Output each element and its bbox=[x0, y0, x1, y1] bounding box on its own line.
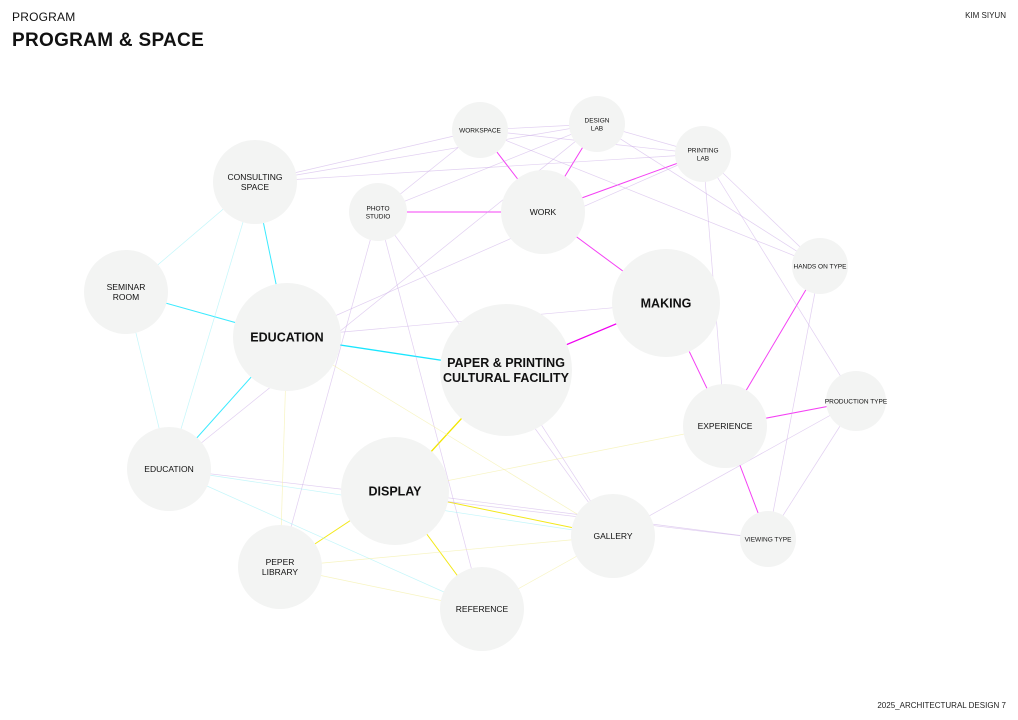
node-seminar-label-line: ROOM bbox=[113, 292, 139, 302]
node-experience-label: EXPERIENCE bbox=[698, 421, 753, 431]
node-center-circle bbox=[440, 304, 572, 436]
nodes-layer bbox=[84, 96, 886, 651]
edge-education2-reference bbox=[168, 468, 483, 610]
section-label: PROGRAM bbox=[12, 10, 76, 24]
node-display-circle bbox=[341, 437, 449, 545]
node-productiontype-label: PRODUCTION TYPE bbox=[825, 398, 888, 405]
node-experience-circle bbox=[683, 384, 767, 468]
node-gallery-circle bbox=[571, 494, 655, 578]
node-education2-circle bbox=[127, 427, 211, 511]
node-library-circle bbox=[238, 525, 322, 609]
node-education2-label: EDUCATION bbox=[144, 464, 193, 474]
node-photostudio-circle bbox=[349, 183, 407, 241]
node-workspace-label-line: WORKSPACE bbox=[459, 127, 501, 134]
node-work-label: WORK bbox=[530, 207, 557, 217]
edge-designlab-handsontype bbox=[596, 123, 821, 267]
node-photostudio-label-line: PHOTO bbox=[367, 205, 390, 212]
node-making-label: MAKING bbox=[641, 296, 692, 310]
edge-education-gallery bbox=[286, 336, 614, 537]
node-productiontype-circle bbox=[826, 371, 886, 431]
node-seminar-label-line: SEMINAR bbox=[107, 282, 146, 292]
node-gallery-label-line: GALLERY bbox=[593, 531, 632, 541]
node-consulting-circle bbox=[213, 140, 297, 224]
node-printinglab-label-line: PRINTING bbox=[687, 147, 718, 154]
page-title: PROGRAM & SPACE bbox=[12, 30, 205, 51]
node-designlab-circle bbox=[569, 96, 625, 152]
node-gallery-label: GALLERY bbox=[593, 531, 632, 541]
edge-photostudio-library bbox=[279, 211, 379, 568]
node-work-circle bbox=[501, 170, 585, 254]
node-designlab-label-line: DESIGN bbox=[585, 117, 610, 124]
node-viewingtype-label: VIEWING TYPE bbox=[745, 536, 792, 543]
node-designlab-label-line: LAB bbox=[591, 125, 603, 132]
node-productiontype-label-line: PRODUCTION TYPE bbox=[825, 398, 888, 405]
node-experience-label-line: EXPERIENCE bbox=[698, 421, 753, 431]
node-printinglab-label-line: LAB bbox=[697, 155, 709, 162]
edge-printinglab-education bbox=[286, 153, 704, 338]
node-reference-label: REFERENCE bbox=[456, 604, 509, 614]
node-handsontype-circle bbox=[792, 238, 848, 294]
edge-display-experience bbox=[394, 425, 726, 492]
node-seminar-circle bbox=[84, 250, 168, 334]
node-education-circle bbox=[233, 283, 341, 391]
node-consulting-label-line: SPACE bbox=[241, 182, 270, 192]
node-display-label-line: DISPLAY bbox=[368, 484, 422, 498]
node-printinglab-circle bbox=[675, 126, 731, 182]
node-photostudio-label-line: STUDIO bbox=[366, 213, 391, 220]
node-center-label-line: PAPER & PRINTING bbox=[447, 356, 565, 370]
node-workspace-label: WORKSPACE bbox=[459, 127, 501, 134]
node-making-label-line: MAKING bbox=[641, 296, 692, 310]
node-consulting-label-line: CONSULTING bbox=[227, 172, 282, 182]
node-making-circle bbox=[612, 249, 720, 357]
edge-consulting-printinglab bbox=[254, 153, 704, 183]
edge-photostudio-reference bbox=[377, 211, 483, 610]
node-viewingtype-circle bbox=[740, 511, 796, 567]
node-reference-label-line: REFERENCE bbox=[456, 604, 509, 614]
edge-education2-viewingtype bbox=[168, 468, 769, 540]
node-handsontype-label-line: HANDS ON TYPE bbox=[794, 263, 848, 270]
node-display-label: DISPLAY bbox=[368, 484, 422, 498]
edge-gallery-productiontype bbox=[612, 400, 857, 537]
node-education-label: EDUCATION bbox=[250, 330, 323, 344]
node-handsontype-label: HANDS ON TYPE bbox=[794, 263, 848, 270]
node-center-label-line: CULTURAL FACILITY bbox=[443, 371, 570, 385]
node-viewingtype-label-line: VIEWING TYPE bbox=[745, 536, 792, 543]
node-reference-circle bbox=[440, 567, 524, 651]
author-name: KIM SIYUN bbox=[965, 11, 1006, 20]
footer-course: 2025_ARCHITECTURAL DESIGN 7 bbox=[877, 701, 1006, 710]
edge-printinglab-productiontype bbox=[702, 153, 857, 402]
node-education2-label-line: EDUCATION bbox=[144, 464, 193, 474]
node-education-label-line: EDUCATION bbox=[250, 330, 323, 344]
edge-consulting-education2 bbox=[168, 181, 256, 470]
edge-handsontype-viewingtype bbox=[767, 265, 821, 540]
edge-library-gallery bbox=[279, 535, 614, 568]
node-library-label-line: PEPER bbox=[266, 557, 295, 567]
node-work-label-line: WORK bbox=[530, 207, 557, 217]
edge-designlab-photostudio bbox=[377, 123, 598, 213]
edge-consulting-designlab bbox=[254, 123, 598, 183]
node-library-label-line: LIBRARY bbox=[262, 567, 299, 577]
node-workspace-circle bbox=[452, 102, 508, 158]
edge-workspace-handsontype bbox=[479, 129, 821, 267]
